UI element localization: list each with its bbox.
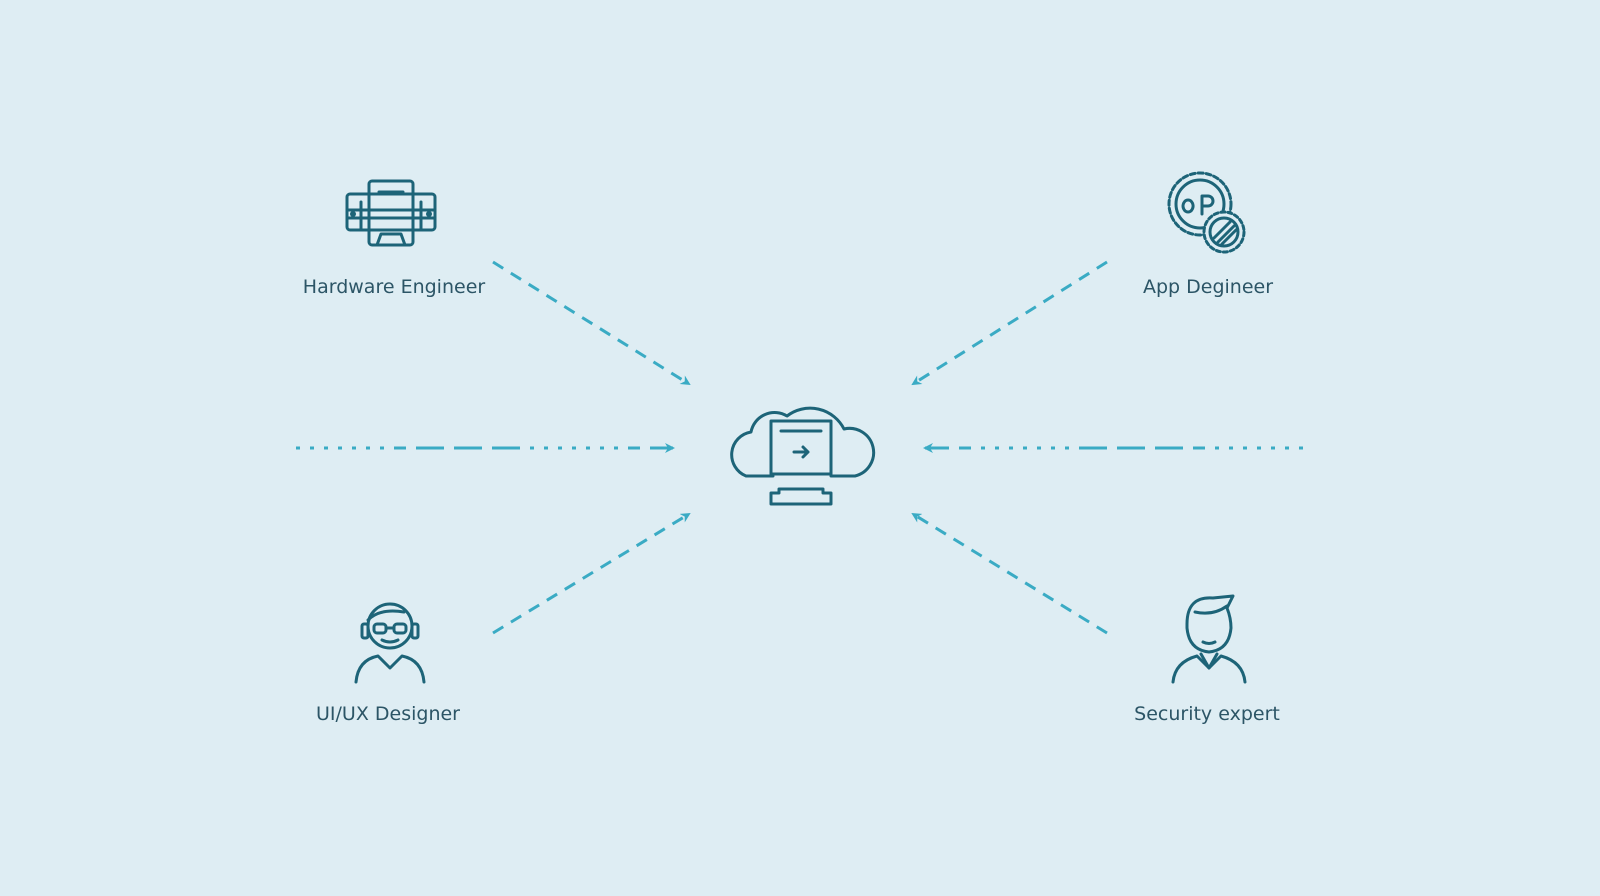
arrow-uiux-to-hub — [492, 512, 691, 635]
arrow-security-to-hub — [911, 512, 1108, 635]
cloud-computer-icon — [730, 406, 876, 506]
gear-icon — [1167, 171, 1246, 254]
arrow-hardware-to-hub — [492, 260, 691, 386]
arrow-app-to-hub — [911, 260, 1108, 386]
role-label-hardware-engineer: Hardware Engineer — [302, 276, 486, 298]
role-label-security-expert: Security expert — [1134, 703, 1280, 725]
person-headset-glasses-icon — [354, 602, 426, 684]
role-label-app-degineer: App Degineer — [1142, 276, 1274, 298]
server-rack-icon — [345, 179, 437, 247]
person-icon — [1171, 594, 1247, 684]
role-label-uiux-designer: UI/UX Designer — [316, 703, 460, 725]
